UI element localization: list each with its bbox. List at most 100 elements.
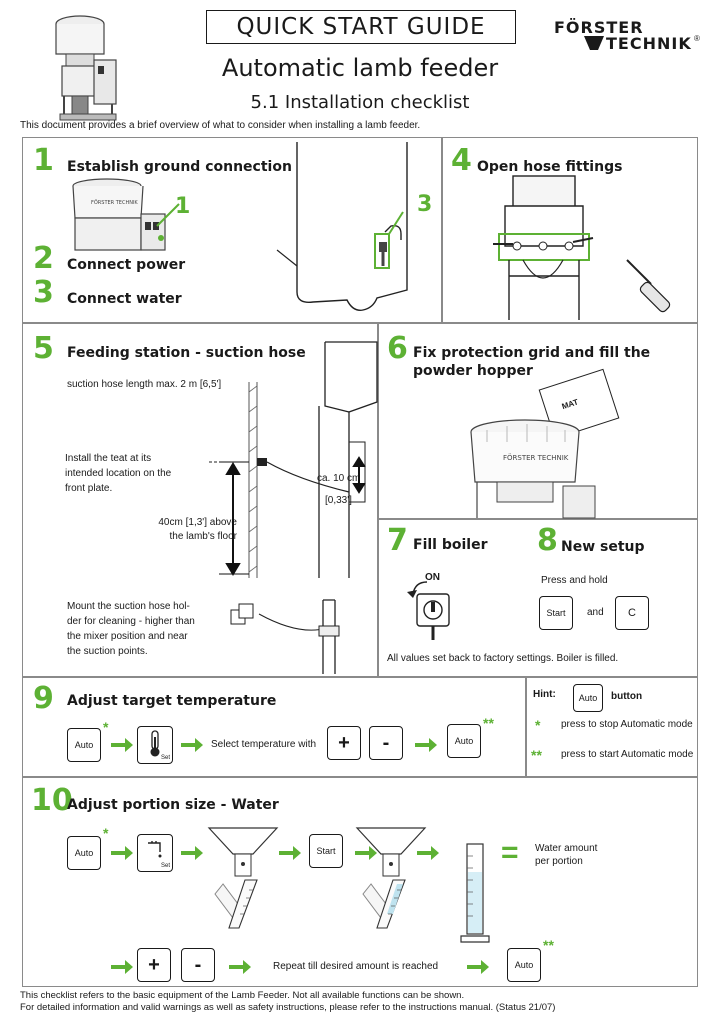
gap-note-line2: [0,33'] — [325, 495, 352, 506]
step-8-press-hold: Press and hold — [541, 575, 608, 586]
double-star: ** — [543, 937, 554, 953]
step-4-title: Open hose fittings — [477, 159, 623, 175]
hint-stop-text: press to stop Automatic mode — [561, 719, 693, 730]
panel-steps-1-3: 1 Establish ground connection FÖRSTER TE… — [22, 137, 442, 323]
set-temperature-key[interactable]: Set — [137, 726, 173, 764]
start-key[interactable]: Start — [309, 834, 343, 868]
start-key[interactable]: Start — [539, 596, 573, 630]
height-note-line1: 40cm [1,3'] above — [158, 517, 237, 528]
step-10-number: 10 — [31, 783, 73, 818]
mixer-funnel-water-illustration — [353, 824, 429, 934]
plus-key[interactable]: + — [137, 948, 171, 982]
arrow-icon — [279, 846, 301, 860]
panel-hint: Hint: Auto button * press to stop Automa… — [526, 677, 698, 777]
step-10-title: Adjust portion size - Water — [67, 797, 279, 813]
step-7-number: 7 — [387, 523, 408, 558]
powder-bag-label: MAT — [560, 397, 580, 412]
arrow-icon — [229, 960, 251, 974]
step-6-title-line2: powder hopper — [413, 363, 533, 379]
water-connection-illustration — [273, 142, 433, 320]
auto-key[interactable]: Auto — [67, 836, 101, 870]
switch-on-label: ON — [425, 572, 440, 583]
measuring-cylinder-icon — [459, 842, 491, 944]
hint-double-star: ** — [531, 747, 542, 763]
arrow-icon — [111, 846, 133, 860]
brand-logo: FÖRSTER TECHNIK ® — [554, 18, 704, 54]
feeder-ground-illustration: FÖRSTER TECHNIK — [69, 178, 169, 251]
step-1-title: Establish ground connection — [67, 159, 292, 175]
water-amount-line2: per portion — [535, 856, 583, 867]
step-3-number: 3 — [33, 275, 54, 310]
powder-hopper-illustration: FÖRSTER TECHNIK — [467, 416, 597, 519]
hint-label: Hint: — [533, 689, 556, 700]
svg-text:FÖRSTER TECHNIK: FÖRSTER TECHNIK — [91, 199, 138, 206]
product-title: Automatic lamb feeder — [221, 54, 499, 82]
minus-key[interactable]: - — [369, 726, 403, 760]
arrow-icon — [111, 960, 133, 974]
hint-single-star: * — [535, 717, 541, 733]
step-3-title: Connect water — [67, 291, 182, 307]
svg-text:FÖRSTER TECHNIK: FÖRSTER TECHNIK — [503, 453, 569, 462]
height-note-line2: the lamb's floor — [169, 531, 238, 542]
step-9-title: Adjust target temperature — [67, 693, 277, 709]
hint-button-label: button — [611, 691, 643, 702]
factory-reset-note: All values set back to factory settings.… — [387, 653, 619, 664]
teat-note-line3: front plate. — [65, 483, 113, 494]
select-temperature-text: Select temperature with — [211, 739, 317, 750]
panel-step-5: 5 Feeding station - suction hose suction… — [22, 323, 378, 677]
step-1-number: 1 — [33, 143, 54, 178]
water-amount-line1: Water amount — [535, 843, 598, 854]
step-7-title: Fill boiler — [413, 537, 488, 553]
step-3-callout: 3 — [417, 192, 433, 217]
footer-line1: This checklist refers to the basic equip… — [20, 990, 465, 1001]
set-label: Set — [160, 863, 170, 869]
step-9-number: 9 — [33, 681, 54, 716]
step-6-title-line1: Fix protection grid and fill the — [413, 345, 651, 361]
step-2-title: Connect power — [67, 257, 186, 273]
equals-sign: = — [501, 836, 519, 869]
step-5-number: 5 — [33, 331, 54, 366]
intro-text: This document provides a brief overview … — [20, 120, 421, 131]
mixer-funnel-illustration — [205, 824, 281, 934]
arrow-icon — [181, 846, 203, 860]
hose-length-note: suction hose length max. 2 m [6,5'] — [67, 379, 222, 390]
suction-hose-diagram — [199, 341, 379, 588]
arrow-icon — [181, 738, 203, 752]
footer-line2: For detailed information and valid warni… — [20, 1002, 556, 1013]
panel-step-9: 9 Adjust target temperature Auto * Set S… — [22, 677, 526, 777]
step-6-number: 6 — [387, 331, 408, 366]
hose-fittings-illustration — [493, 175, 603, 320]
boiler-switch-icon — [403, 576, 463, 642]
set-water-key[interactable]: Set — [137, 834, 173, 872]
panel-step-10: 10 Adjust portion size - Water Auto * Se… — [22, 777, 698, 987]
holder-note-line3: the mixer position and near — [67, 631, 188, 642]
arrow-icon — [417, 846, 439, 860]
set-label: Set — [160, 755, 170, 761]
guide-title-box: QUICK START GUIDE — [206, 10, 516, 44]
single-star: * — [103, 719, 109, 735]
section-title: 5.1 Installation checklist — [250, 92, 470, 113]
step-2-number: 2 — [33, 241, 54, 276]
repeat-text: Repeat till desired amount is reached — [273, 961, 439, 972]
hint-start-text: press to start Automatic mode — [561, 749, 694, 760]
single-star: * — [103, 825, 109, 841]
holder-note-line2: der for cleaning - higher than — [67, 616, 195, 627]
auto-key-confirm[interactable]: Auto — [447, 724, 481, 758]
brand-line2: TECHNIK — [606, 34, 692, 53]
hint-auto-key: Auto — [573, 684, 603, 712]
brand-line1: FÖRSTER — [554, 18, 644, 37]
auto-key[interactable]: Auto — [67, 728, 101, 762]
screwdriver-icon — [623, 256, 683, 316]
gap-note-line1: ca. 10 cm — [317, 473, 361, 484]
holder-note-line1: Mount the suction hose hol- — [67, 601, 190, 612]
arrow-icon — [467, 960, 489, 974]
c-key[interactable]: C — [615, 596, 649, 630]
minus-key[interactable]: - — [181, 948, 215, 982]
auto-key-confirm[interactable]: Auto — [507, 948, 541, 982]
holder-note-line4: the suction points. — [67, 646, 148, 657]
arrow-icon — [355, 846, 377, 860]
panel-steps-7-8: 7 Fill boiler ON 8 New setup Press and h… — [378, 519, 698, 677]
arrow-icon — [111, 738, 133, 752]
feeder-product-image — [52, 10, 124, 122]
plus-key[interactable]: + — [327, 726, 361, 760]
